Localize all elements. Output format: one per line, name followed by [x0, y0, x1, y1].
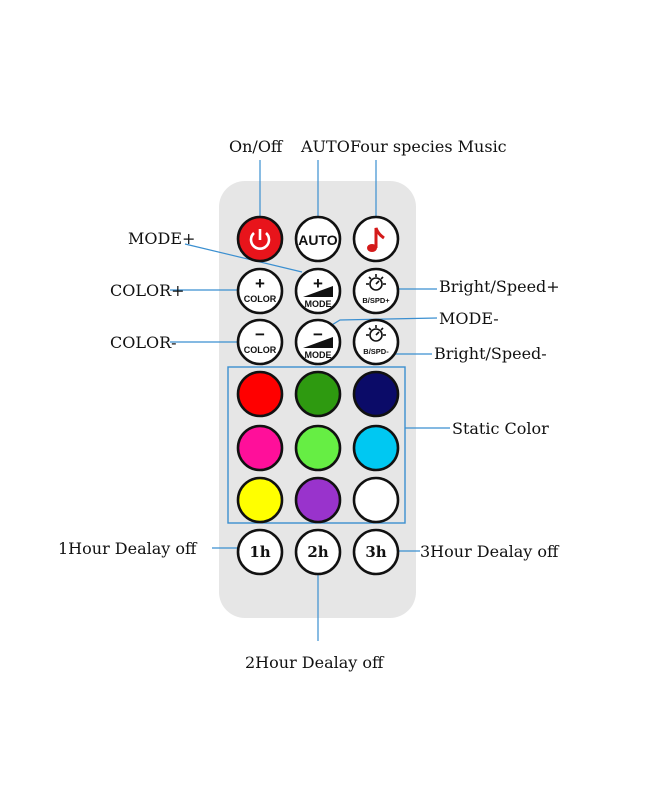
timer-1h-label: 1h: [249, 543, 270, 561]
label-color-plus: COLOR+: [110, 281, 185, 300]
label-1hour: 1Hour Dealay off: [58, 539, 198, 558]
static-color-button[interactable]: [352, 370, 400, 418]
auto-button[interactable]: AUTO: [294, 215, 342, 263]
label-auto: AUTO: [300, 137, 350, 156]
static-color-button[interactable]: [236, 476, 284, 524]
sun-dial-icon: [366, 274, 386, 291]
color-plus-button[interactable]: + COLOR: [236, 267, 284, 315]
sun-dial-icon: [366, 325, 386, 342]
label-static-color: Static Color: [452, 419, 549, 438]
minus-icon: −: [313, 325, 323, 344]
timer-2h-button[interactable]: 2h: [294, 528, 342, 576]
plus-icon: +: [255, 274, 265, 293]
static-color-button[interactable]: [294, 476, 342, 524]
music-button[interactable]: [352, 215, 400, 263]
label-bright-speed-minus: Bright/Speed-: [434, 344, 547, 363]
music-note-icon: [367, 227, 385, 252]
ramp-icon: [303, 286, 333, 297]
minus-icon: −: [255, 325, 265, 344]
color-minus-button[interactable]: − COLOR: [236, 318, 284, 366]
label-3hour: 3Hour Dealay off: [420, 542, 560, 561]
bright-speed-minus-button[interactable]: B/SPD-: [352, 318, 400, 366]
mode-label: MODE: [305, 350, 332, 360]
static-color-button[interactable]: [236, 370, 284, 418]
static-color-grid: [236, 370, 400, 524]
label-music: Four species Music: [350, 137, 507, 156]
timer-3h-button[interactable]: 3h: [352, 528, 400, 576]
mode-label: MODE: [305, 299, 332, 309]
static-color-button[interactable]: [352, 476, 400, 524]
plus-icon: +: [313, 274, 323, 293]
label-color-minus: COLOR-: [110, 333, 177, 352]
static-color-button[interactable]: [294, 370, 342, 418]
static-color-button[interactable]: [352, 424, 400, 472]
label-bright-speed-plus: Bright/Speed+: [439, 277, 560, 296]
timer-3h-label: 3h: [365, 543, 386, 561]
mode-plus-button[interactable]: + MODE: [294, 267, 342, 315]
bright-speed-plus-button[interactable]: B/SPD+: [352, 267, 400, 315]
bspd-minus-label: B/SPD-: [363, 347, 389, 356]
mode-minus-button[interactable]: − MODE: [294, 318, 342, 366]
timer-1h-button[interactable]: 1h: [236, 528, 284, 576]
power-icon: [249, 229, 271, 250]
label-mode-minus: MODE-: [439, 309, 499, 328]
color-label: COLOR: [244, 345, 277, 355]
static-color-button[interactable]: [294, 424, 342, 472]
label-on-off: On/Off: [229, 137, 284, 156]
color-label: COLOR: [244, 294, 277, 304]
static-color-button[interactable]: [236, 424, 284, 472]
timer-2h-label: 2h: [307, 543, 328, 561]
bspd-plus-label: B/SPD+: [362, 296, 390, 305]
ramp-icon: [303, 337, 333, 348]
power-button[interactable]: [236, 215, 284, 263]
auto-button-label: AUTO: [298, 232, 338, 248]
label-2hour: 2Hour Dealay off: [245, 653, 385, 672]
label-mode-plus: MODE+: [128, 229, 195, 248]
